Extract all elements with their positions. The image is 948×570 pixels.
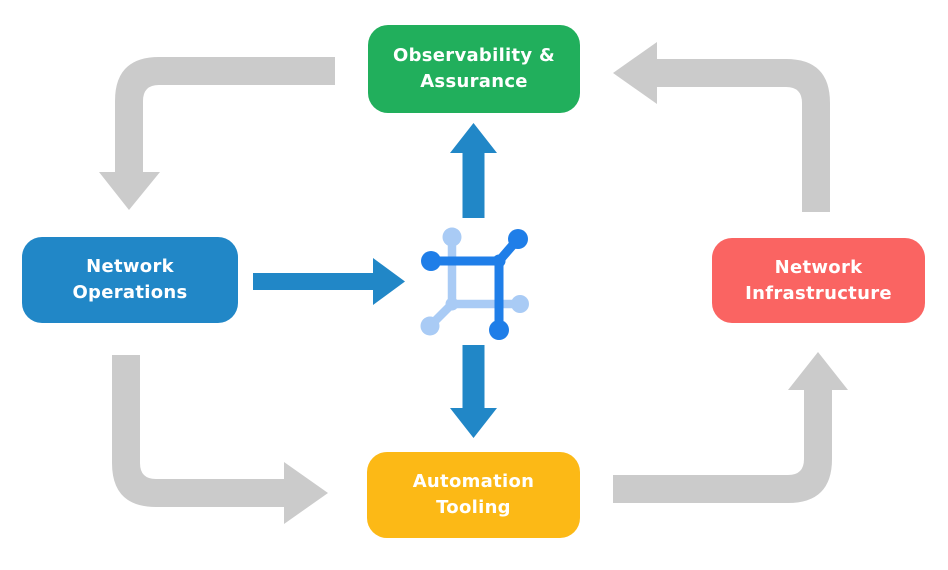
node-label-line1: Network — [86, 256, 174, 277]
node-network-operations: Network Operations — [22, 237, 238, 323]
flow-arrow-top-to-left-icon — [99, 57, 335, 210]
network-automation-mesh-icon — [420, 227, 529, 340]
arrow-center-to-automation-icon — [450, 345, 497, 438]
flow-arrow-right-to-top-icon — [613, 42, 830, 212]
flow-arrow-left-to-bottom-icon — [112, 355, 328, 524]
node-label-line2: Tooling — [436, 497, 511, 518]
arrow-operations-to-center-icon — [253, 258, 405, 305]
node-observability-assurance: Observability & Assurance — [368, 25, 580, 113]
node-network-infrastructure: Network Infrastructure — [712, 238, 925, 323]
node-label-line1: Automation — [412, 471, 535, 492]
mesh-dark-branches — [421, 229, 528, 340]
node-label-line2: Assurance — [420, 71, 528, 92]
flow-arrow-bottom-to-right-icon — [613, 352, 848, 503]
node-label-line1: Network — [774, 256, 863, 278]
arrow-center-to-observability-icon — [450, 123, 497, 218]
node-label-line2: Infrastructure — [745, 282, 892, 304]
node-label-line2: Operations — [72, 282, 188, 303]
node-label-line1: Observability & — [392, 45, 556, 66]
node-automation-tooling: Automation Tooling — [367, 452, 580, 538]
